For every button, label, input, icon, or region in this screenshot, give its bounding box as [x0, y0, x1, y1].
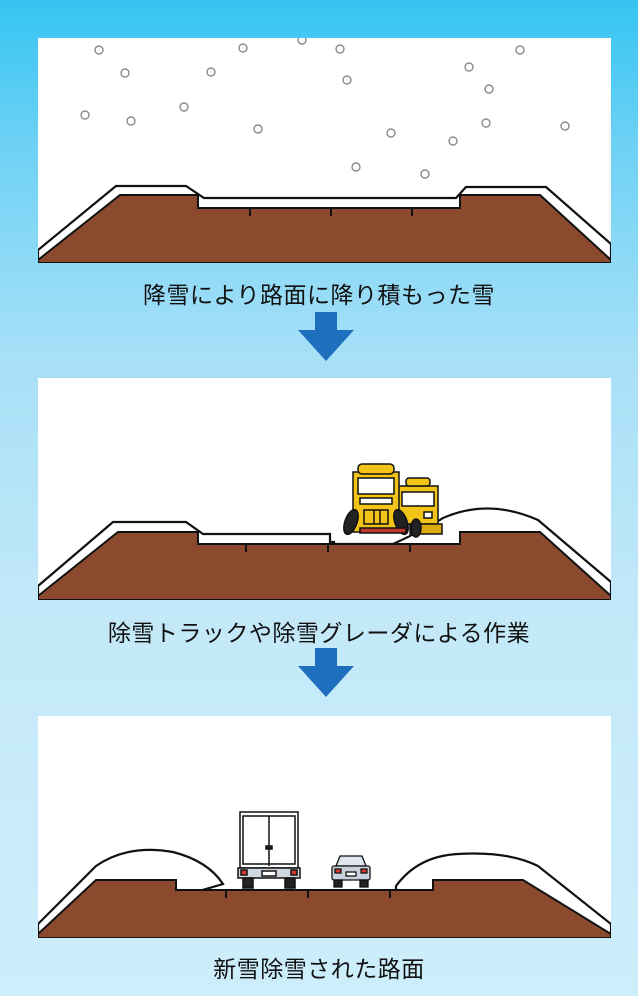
snowflake-icon [342, 75, 352, 85]
car-icon [331, 855, 371, 888]
snowflake-icon [297, 38, 307, 45]
snowflake-icon [206, 67, 216, 77]
snowflake-icon [238, 43, 248, 53]
down-arrow-icon [298, 648, 354, 697]
step-2-caption: 除雪トラックや除雪グレーダによる作業 [107, 621, 531, 647]
lane-markers [225, 890, 391, 898]
snowflake-icon [253, 124, 263, 134]
snowflake-icon [335, 44, 345, 54]
snowflake-icon [515, 45, 525, 55]
snowflake-icon [126, 116, 136, 126]
lane-markers [245, 544, 411, 552]
step-3-panel [38, 716, 611, 938]
snowflake-icon [481, 118, 491, 128]
road-embankment [38, 531, 611, 600]
snowflake-icon [420, 169, 430, 179]
snowflake-icon [464, 62, 474, 72]
lane-markers [249, 208, 413, 216]
snowflake-icon [80, 110, 90, 120]
snowflake-icon [448, 136, 458, 146]
step-2-panel [38, 378, 611, 600]
cleared-road-illustration [38, 811, 611, 938]
snowflake-icon [351, 162, 361, 172]
down-arrow-icon [298, 312, 354, 361]
step-1-caption: 降雪により路面に降り積もった雪 [142, 283, 496, 309]
falling-snow [80, 38, 570, 179]
road-embankment [38, 879, 611, 938]
box-truck-icon [237, 811, 301, 889]
road-embankment [38, 194, 611, 263]
step-1-panel [38, 38, 611, 263]
snowflake-icon [179, 102, 189, 112]
snowflake-icon [484, 84, 494, 94]
step-3-caption: 新雪除雪された路面 [213, 957, 425, 983]
snowflake-icon [120, 68, 130, 78]
snowflake-icon [94, 45, 104, 55]
snow-removal-work-illustration [38, 463, 611, 600]
snowflake-icon [560, 121, 570, 131]
snowflake-icon [386, 128, 396, 138]
motor-grader-icon [343, 463, 409, 536]
snow-covered-road-illustration [38, 38, 611, 263]
